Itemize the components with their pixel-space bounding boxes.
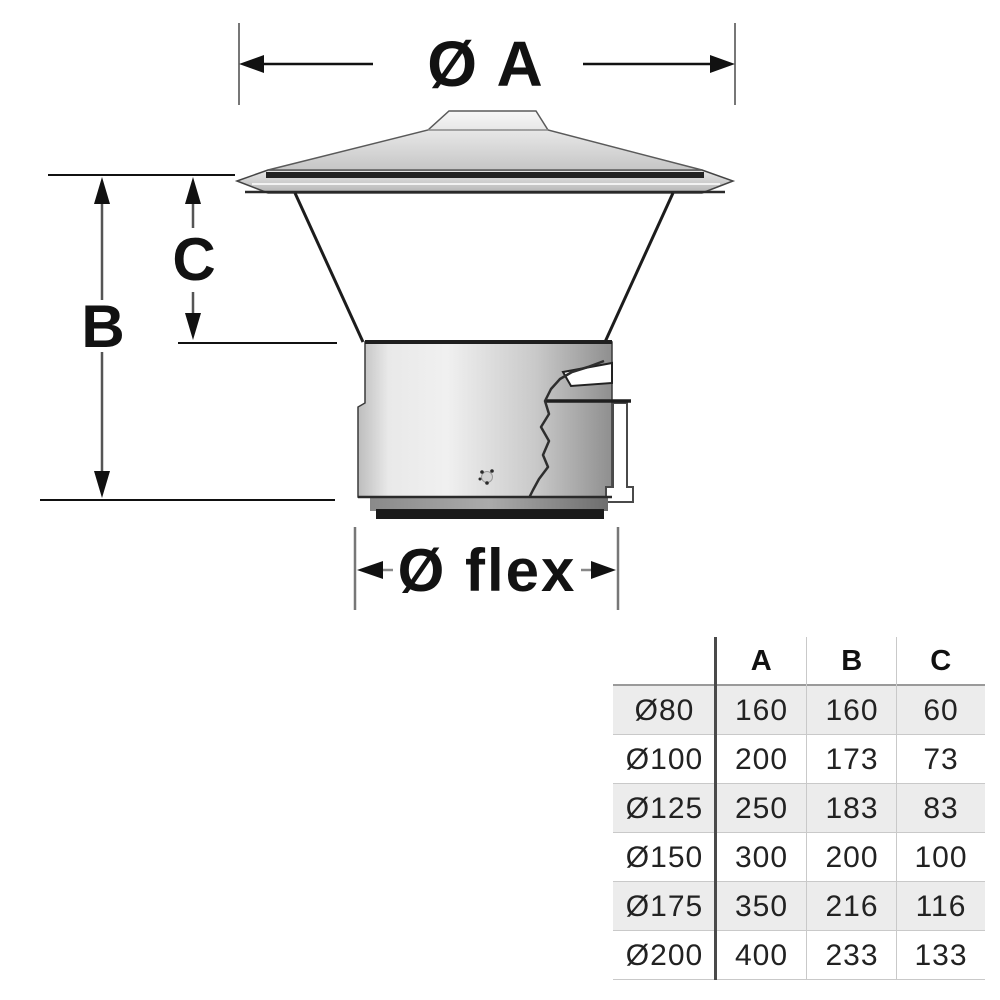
table-row: Ø100 200 173 73: [613, 735, 985, 784]
table-row: Ø200 400 233 133: [613, 931, 985, 980]
value-c: 116: [915, 890, 967, 923]
table-row: Ø175 350 216 116: [613, 882, 985, 931]
value-c: 73: [923, 743, 959, 776]
dim-b-arrow-down: [94, 471, 110, 498]
bottom-collar: [370, 497, 608, 511]
value-c: 100: [914, 841, 968, 874]
dim-a-arrow-right: [710, 55, 735, 73]
col-header-c: C: [930, 645, 952, 677]
table-row: Ø150 300 200 100: [613, 833, 985, 882]
dimension-flex: Ø flex: [353, 527, 620, 610]
table-divider-main: [714, 637, 717, 980]
cap-cone: [267, 110, 703, 171]
value-a: 300: [734, 841, 789, 874]
size-cell: Ø80: [634, 694, 695, 727]
chimney-cowl-diagram: Ø A B C Ø flex: [40, 23, 736, 610]
support-leg-left: [293, 192, 365, 343]
value-b: 200: [825, 841, 879, 874]
table-header-row: A B C: [613, 637, 985, 686]
cutaway-slot: [561, 361, 613, 388]
dim-flex-arrow-left: [357, 561, 383, 579]
dimension-table: A B C Ø80 160 160 60 Ø100 200 173 73 Ø12…: [613, 637, 985, 980]
size-cell: Ø175: [625, 890, 704, 923]
dim-c-label: C: [172, 226, 217, 293]
size-cell: Ø150: [625, 841, 704, 874]
bottom-collar-edge: [376, 509, 604, 519]
value-b: 183: [825, 792, 879, 825]
dim-a-arrow-left: [239, 55, 264, 73]
value-a: 160: [734, 694, 789, 727]
dimension-b: B: [40, 174, 335, 501]
value-c: 60: [923, 694, 959, 727]
value-b: 173: [825, 743, 879, 776]
value-b: 233: [825, 939, 879, 972]
value-a: 200: [734, 743, 789, 776]
dim-a-label: Ø A: [427, 28, 544, 100]
dim-c-arrow-down: [185, 313, 201, 340]
torn-edge: [527, 359, 605, 499]
rivet-hole: [478, 469, 494, 485]
dim-b-arrow-up: [94, 177, 110, 204]
dimension-c: C: [172, 177, 337, 344]
clamp-band: [605, 402, 634, 503]
dim-b-label: B: [81, 293, 126, 360]
value-b: 216: [825, 890, 879, 923]
value-c: 83: [923, 792, 959, 825]
table-divider-bc: [896, 637, 897, 980]
value-a: 350: [734, 890, 789, 923]
table-row: Ø125 250 183 83: [613, 784, 985, 833]
dim-flex-arrow-right: [591, 561, 616, 579]
size-cell: Ø200: [625, 939, 704, 972]
value-c: 133: [914, 939, 968, 972]
table-divider-ab: [806, 637, 807, 980]
col-header-a: A: [750, 645, 773, 677]
dim-c-arrow-up: [185, 177, 201, 204]
value-a: 400: [734, 939, 789, 972]
dim-flex-label: Ø flex: [398, 537, 577, 604]
size-cell: Ø125: [625, 792, 704, 825]
col-header-b: B: [841, 645, 863, 677]
value-a: 250: [734, 792, 789, 825]
support-leg-right: [603, 192, 675, 343]
size-cell: Ø100: [625, 743, 704, 776]
value-b: 160: [825, 694, 879, 727]
table-row: Ø80 160 160 60: [613, 686, 985, 735]
cowl-illustration: [234, 110, 736, 519]
dimension-a: Ø A: [238, 23, 736, 105]
